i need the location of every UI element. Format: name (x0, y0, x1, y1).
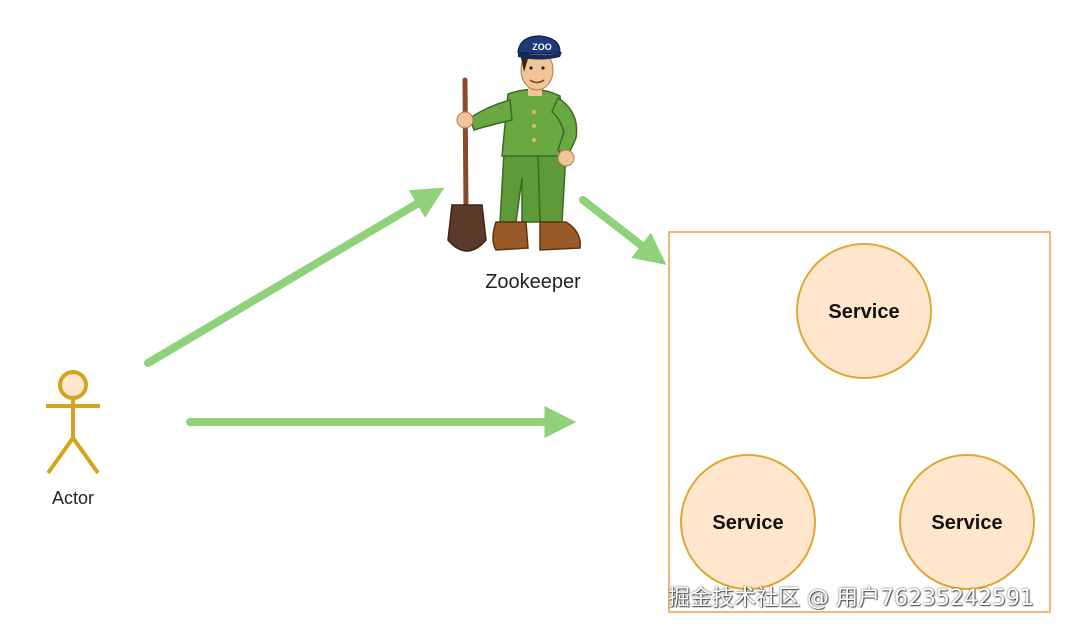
actor-label: Actor (52, 488, 94, 508)
actor-figure[interactable] (46, 370, 100, 475)
actor-head (58, 370, 88, 400)
zookeeper-cap-text: ZOO (532, 42, 552, 52)
zookeeper-boots (492, 221, 529, 251)
zookeeper-torso (501, 88, 567, 157)
actor-left-leg (46, 436, 75, 475)
service-label: Service (931, 512, 1002, 534)
service-label: Service (712, 512, 783, 534)
service-node[interactable]: Service (899, 454, 1035, 590)
arrow-zookeeper-to-services (579, 196, 667, 265)
shovel-handle (462, 77, 469, 215)
service-node[interactable]: Service (796, 243, 932, 379)
zookeeper-illustration[interactable]: ZOO (447, 35, 581, 252)
service-node[interactable]: Service (680, 454, 816, 590)
actor-right-leg (71, 436, 100, 475)
zookeeper-legs (499, 151, 541, 223)
zookeeper-cap (517, 35, 561, 55)
shovel-blade (447, 204, 487, 252)
watermark-text: 掘金技术社区 @ 用户7623524259​1 (668, 586, 1034, 610)
zookeeper-label: Zookeeper (485, 271, 581, 293)
service-label: Service (828, 301, 899, 323)
services-container (668, 231, 1051, 613)
arrow-actor-to-zookeeper (144, 187, 445, 367)
